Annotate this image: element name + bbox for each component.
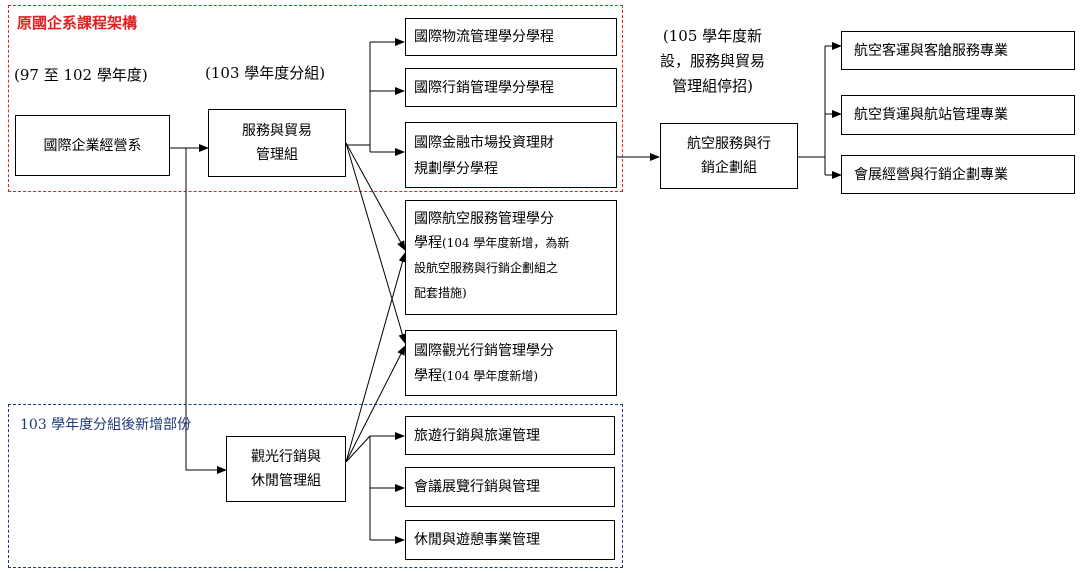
node-conference-exhibition: 會議展覽行銷與管理: [405, 467, 615, 507]
note-year-105-line: (105 學年度新: [662, 27, 763, 45]
new-additions-title: 103 學年度分組後新增部份: [20, 417, 192, 433]
node-cargo-terminal-specialty: 航空貨運與航站管理專業: [841, 95, 1075, 135]
note-year-105: (105 學年度新 設，服務與貿易 管理組停招): [660, 24, 765, 99]
aviation-program-line2: 學程(104 學年度新增，為新: [414, 231, 608, 255]
aviation-program-note: (104 學年度新增，為新: [442, 236, 570, 250]
node-service-trade-group: 服務與貿易 管理組: [208, 109, 346, 177]
node-aviation-marketing-group: 航空服務與行 銷企劃組: [660, 123, 798, 189]
tourism-program-line2-main: 學程: [414, 368, 442, 384]
node-passenger-cabin-specialty: 航空客運與客艙服務專業: [841, 31, 1075, 70]
node-tourism-leisure-line: 休閒管理組: [251, 473, 321, 489]
note-year-103: (103 學年度分組): [205, 64, 326, 82]
node-international-business-dept: 國際企業經營系: [15, 115, 170, 176]
original-curriculum-title: 原國企系課程架構: [17, 14, 138, 32]
node-finance-line: 規劃學分學程: [414, 161, 498, 177]
node-aviation-service-program: 國際航空服務管理學分 學程(104 學年度新增，為新 設航空服務與行銷企劃組之 …: [405, 200, 617, 315]
tourism-program-line1: 國際觀光行銷管理學分: [414, 343, 554, 359]
node-aviation-marketing-line: 航空服務與行: [687, 136, 771, 152]
node-mice-specialty: 會展經營與行銷企劃專業: [841, 155, 1075, 194]
node-travel-management: 旅遊行銷與旅運管理: [405, 416, 615, 455]
edge-service-tourism-program: [345, 142, 407, 344]
node-tourism-leisure-line: 觀光行銷與: [251, 449, 321, 465]
node-service-trade-line: 管理組: [256, 147, 298, 163]
tourism-program-line2: 學程(104 學年度新增): [414, 363, 608, 389]
node-aviation-marketing-line: 銷企劃組: [701, 160, 757, 176]
original-curriculum-region: [8, 5, 623, 192]
bracket-tourism: [345, 435, 371, 463]
aviation-program-line1: 國際航空服務管理學分: [414, 211, 554, 227]
tourism-program-note: (104 學年度新增): [442, 369, 539, 383]
node-service-trade-line: 服務與貿易: [242, 123, 312, 139]
edge-tourism-tourism-program: [345, 345, 406, 463]
node-logistics-program: 國際物流管理學分學程: [405, 18, 617, 56]
edge-dept-tourism: [185, 148, 227, 474]
new-additions-region: [8, 404, 623, 568]
aviation-program-line2-main: 學程: [414, 235, 442, 251]
node-finance-line: 國際金融市場投資理財: [414, 135, 554, 151]
node-finance-program: 國際金融市場投資理財 規劃學分學程: [405, 122, 617, 188]
aviation-program-line3: 設航空服務與行銷企劃組之: [414, 261, 559, 275]
aviation-program-line4: 配套措施): [414, 286, 467, 300]
node-marketing-program: 國際行銷管理學分學程: [405, 68, 617, 107]
edge-service-aviation-program: [345, 142, 406, 251]
node-tourism-marketing-program: 國際觀光行銷管理學分 學程(104 學年度新增): [405, 330, 617, 396]
note-year-105-line: 設，服務與貿易: [660, 52, 766, 70]
node-tourism-leisure-group: 觀光行銷與 休閒管理組: [226, 436, 346, 502]
note-years-97-102: (97 至 102 學年度): [14, 66, 148, 84]
edge-tourism-aviation-program: [345, 252, 407, 463]
node-leisure-recreation: 休閒與遊憩事業管理: [405, 520, 615, 560]
note-year-105-line: 管理組停招): [672, 77, 753, 95]
